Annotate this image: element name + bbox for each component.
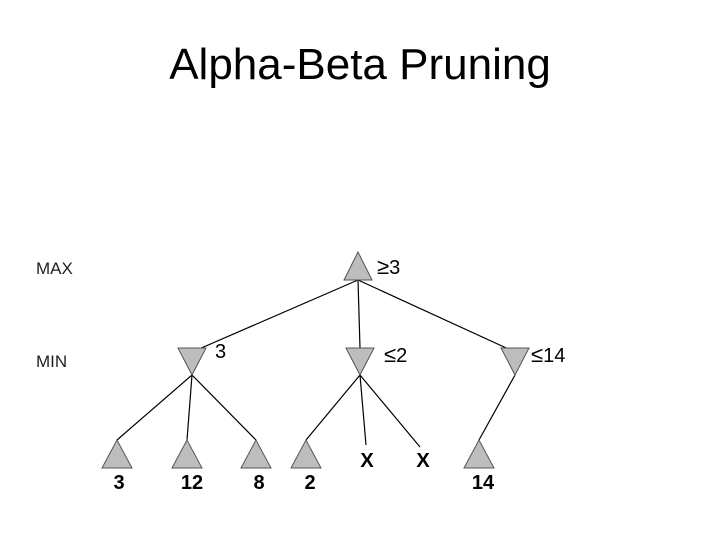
- leaf-node-4: [290, 438, 322, 469]
- edge-min2-leaf4: [305, 374, 361, 441]
- edge-min2-pruned2: [359, 374, 421, 448]
- edge-min1-leaf1: [116, 374, 193, 441]
- min-node-1-bound: 3: [215, 341, 226, 363]
- leaf-value-4: 2: [304, 472, 315, 494]
- min-node-3: [500, 347, 530, 377]
- leaf-value-5: 14: [472, 472, 495, 494]
- leaf-value-3: 8: [253, 472, 264, 494]
- edge-root-min2: [357, 279, 361, 349]
- edge-min3-leaf5: [478, 374, 516, 441]
- min-node-3-bound: ≤14: [531, 342, 565, 367]
- leaf-node-1: [101, 438, 133, 469]
- leaf-node-3: [240, 438, 272, 469]
- edge-min1-leaf3: [191, 374, 257, 441]
- leaf-value-2: 12: [181, 472, 203, 494]
- root-bound-label: ≥3: [377, 254, 400, 279]
- pruned-marker-1: X: [360, 450, 374, 472]
- min-level-label: MIN: [36, 352, 67, 371]
- page-title: Alpha-Beta Pruning: [169, 40, 551, 89]
- min-node-2-bound: ≤2: [384, 342, 407, 367]
- leaf-node-2: [171, 438, 203, 469]
- min-node-1: [177, 347, 207, 377]
- pruned-marker-2: X: [416, 450, 430, 472]
- edge-min1-leaf2: [186, 374, 193, 441]
- max-root-node: [343, 250, 373, 281]
- edge-root-min3: [357, 279, 516, 353]
- edge-root-min1: [191, 279, 359, 353]
- min-node-2: [345, 347, 375, 377]
- max-level-label: MAX: [36, 259, 73, 278]
- edge-min2-pruned1: [359, 374, 367, 446]
- leaf-value-1: 3: [113, 472, 124, 494]
- leaf-node-5: [463, 438, 495, 469]
